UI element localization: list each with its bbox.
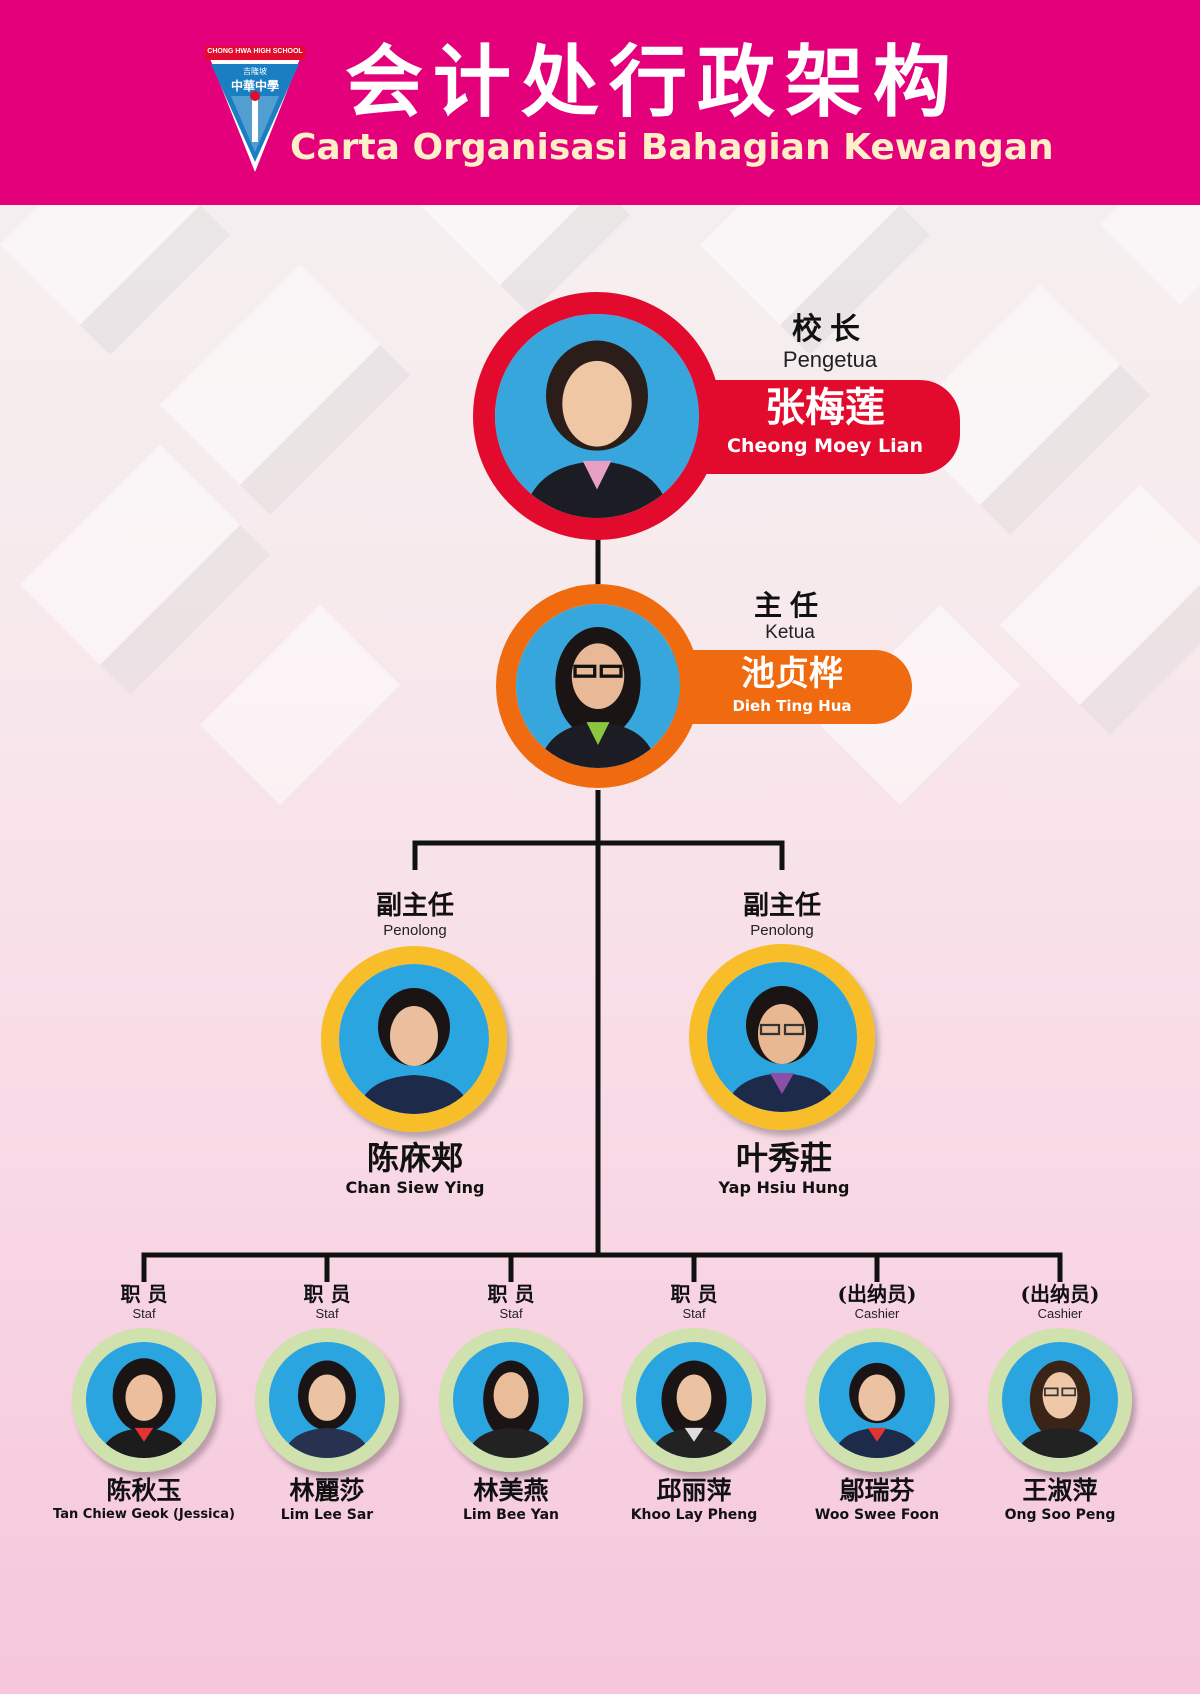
staff-5-name-zh: 鄔瑞芬 bbox=[839, 1476, 915, 1505]
staff-6-name-zh: 王淑萍 bbox=[1022, 1476, 1098, 1505]
assistant-1-name-zh: 陈庥郏 bbox=[366, 1139, 463, 1177]
assistant-2-photo bbox=[689, 944, 875, 1130]
header-banner: CHONG HWA HIGH SCHOOL 吉隆坡 中華中學 会计处行政架构 C… bbox=[0, 0, 1200, 205]
staff-2-name-en: Lim Lee Sar bbox=[280, 1507, 374, 1523]
staff-3-name: 林美燕 Lim Bee Yan bbox=[421, 1476, 601, 1524]
assistant-2-role-zh: 副主任 bbox=[742, 891, 821, 921]
staff-3-name-zh: 林美燕 bbox=[473, 1476, 549, 1505]
staff-2-role: 职 员 Staf bbox=[267, 1282, 387, 1321]
staff-5-role: (出纳员) Cashier bbox=[812, 1282, 942, 1321]
staff-2-name: 林麗莎 Lim Lee Sar bbox=[237, 1476, 417, 1524]
staff-5-photo bbox=[805, 1328, 949, 1472]
staff-2-photo bbox=[255, 1328, 399, 1472]
person-silhouette-icon bbox=[819, 1342, 935, 1458]
staff-2-name-zh: 林麗莎 bbox=[289, 1476, 365, 1505]
assistant-2-name-en: Yap Hsiu Hung bbox=[718, 1178, 850, 1197]
logo-city-text: 吉隆坡 bbox=[243, 67, 267, 76]
staff-4-name-en: Khoo Lay Pheng bbox=[630, 1507, 758, 1523]
person-silhouette-icon bbox=[1002, 1342, 1118, 1458]
staff-2-role-ms: Staf bbox=[315, 1306, 339, 1321]
principal-role-ms: Pengetua bbox=[782, 347, 878, 372]
staff-3-photo bbox=[439, 1328, 583, 1472]
assistant-1-name: 陈庥郏 Chan Siew Ying bbox=[315, 1138, 515, 1198]
assistant-2-role: 副主任 Penolong bbox=[702, 890, 862, 940]
head-name-en: Dieh Ting Hua bbox=[732, 697, 852, 715]
staff-6-photo bbox=[988, 1328, 1132, 1472]
person-silhouette-icon bbox=[339, 964, 489, 1114]
assistant-2-name: 叶秀莊 Yap Hsiu Hung bbox=[684, 1138, 884, 1198]
person-silhouette-icon bbox=[86, 1342, 202, 1458]
head-role: 主任 Ketua bbox=[730, 590, 850, 644]
head-role-zh: 主任 bbox=[753, 589, 826, 622]
staff-4-photo bbox=[622, 1328, 766, 1472]
staff-6-role: (出纳员) Cashier bbox=[995, 1282, 1125, 1321]
staff-1-name-zh: 陈秋玉 bbox=[106, 1476, 182, 1505]
staff-4-role-ms: Staf bbox=[682, 1306, 706, 1321]
staff-5-name: 鄔瑞芬 Woo Swee Foon bbox=[787, 1476, 967, 1524]
person-silhouette-icon bbox=[707, 962, 857, 1112]
staff-1-role-zh: 职 员 bbox=[120, 1282, 168, 1306]
head-role-ms: Ketua bbox=[765, 622, 815, 643]
principal-photo bbox=[473, 292, 721, 540]
person-silhouette-icon bbox=[453, 1342, 569, 1458]
assistant-1-role: 副主任 Penolong bbox=[335, 890, 495, 940]
person-silhouette-icon bbox=[516, 604, 680, 768]
head-photo bbox=[496, 584, 700, 788]
principal-role: 校长 Pengetua bbox=[760, 312, 900, 372]
head-name-plate: 池贞桦 Dieh Ting Hua bbox=[672, 650, 912, 724]
principal-name-zh: 张梅莲 bbox=[765, 384, 885, 431]
staff-6-name: 王淑萍 Ong Soo Peng bbox=[970, 1476, 1150, 1524]
principal-name-plate: 张梅莲 Cheong Moey Lian bbox=[690, 380, 960, 474]
page-title-chinese: 会计处行政架构 bbox=[345, 37, 962, 128]
assistant-1-photo bbox=[321, 946, 507, 1132]
staff-5-role-zh: (出纳员) bbox=[837, 1282, 917, 1306]
person-silhouette-icon bbox=[495, 314, 699, 518]
assistant-1-role-ms: Penolong bbox=[383, 922, 447, 939]
staff-2-role-zh: 职 员 bbox=[303, 1282, 351, 1306]
person-silhouette-icon bbox=[636, 1342, 752, 1458]
principal-name-en: Cheong Moey Lian bbox=[727, 435, 923, 457]
principal-role-zh: 校长 bbox=[792, 312, 868, 347]
staff-4-role-zh: 职 员 bbox=[670, 1282, 718, 1306]
logo-top-text: CHONG HWA HIGH SCHOOL bbox=[207, 48, 303, 55]
assistant-2-role-ms: Penolong bbox=[750, 922, 814, 939]
staff-5-role-ms: Cashier bbox=[854, 1306, 900, 1321]
staff-1-name: 陈秋玉 Tan Chiew Geok (Jessica) bbox=[44, 1476, 244, 1524]
person-silhouette-icon bbox=[269, 1342, 385, 1458]
logo-school-text: 中華中學 bbox=[230, 79, 279, 93]
staff-6-role-zh: (出纳员) bbox=[1020, 1282, 1100, 1306]
school-logo: CHONG HWA HIGH SCHOOL 吉隆坡 中華中學 bbox=[205, 46, 305, 172]
staff-4-role: 职 员 Staf bbox=[634, 1282, 754, 1321]
woven-pattern-background bbox=[0, 205, 1200, 825]
staff-3-role: 职 员 Staf bbox=[451, 1282, 571, 1321]
staff-3-role-zh: 职 员 bbox=[487, 1282, 535, 1306]
staff-1-photo bbox=[72, 1328, 216, 1472]
page-title-malay: Carta Organisasi Bahagian Kewangan bbox=[290, 127, 1054, 168]
staff-6-role-ms: Cashier bbox=[1037, 1306, 1083, 1321]
staff-4-name: 邱丽萍 Khoo Lay Pheng bbox=[604, 1476, 784, 1524]
staff-3-name-en: Lim Bee Yan bbox=[463, 1507, 559, 1523]
staff-1-name-en: Tan Chiew Geok (Jessica) bbox=[53, 1507, 235, 1522]
head-name-zh: 池贞桦 bbox=[741, 654, 843, 694]
staff-1-role: 职 员 Staf bbox=[84, 1282, 204, 1321]
staff-1-role-ms: Staf bbox=[132, 1306, 156, 1321]
assistant-1-role-zh: 副主任 bbox=[375, 891, 454, 921]
staff-5-name-en: Woo Swee Foon bbox=[814, 1507, 940, 1523]
staff-6-name-en: Ong Soo Peng bbox=[1004, 1507, 1116, 1523]
assistant-2-name-zh: 叶秀莊 bbox=[735, 1139, 832, 1177]
staff-4-name-zh: 邱丽萍 bbox=[656, 1476, 732, 1505]
staff-3-role-ms: Staf bbox=[499, 1306, 523, 1321]
assistant-1-name-en: Chan Siew Ying bbox=[345, 1178, 485, 1197]
